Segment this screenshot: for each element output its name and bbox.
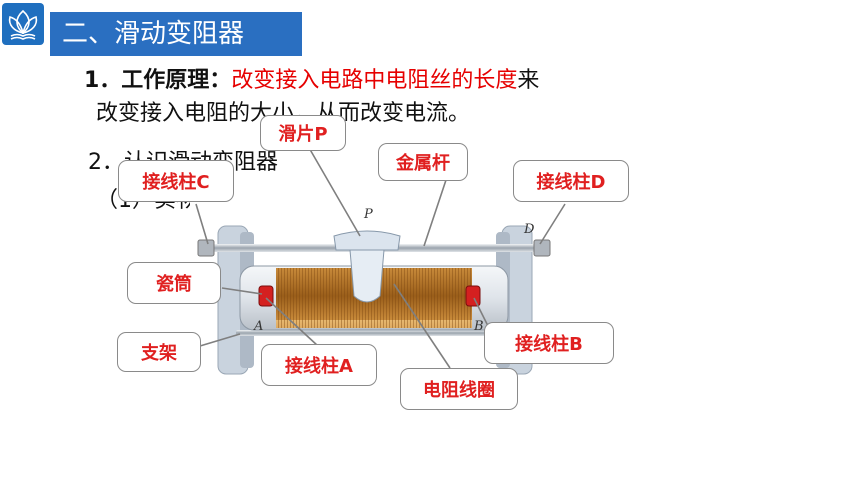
terminal-d-nut xyxy=(533,239,551,257)
callout-slider-p: 滑片P xyxy=(260,115,346,151)
page-title: 二、滑动变阻器 xyxy=(62,19,245,49)
principle-line-1: 1．工作原理：改变接入电路中电阻丝的长度来 xyxy=(84,66,539,96)
terminal-c-nut xyxy=(197,239,215,257)
flower-book-icon xyxy=(8,9,38,40)
callout-terminal-c: 接线柱C xyxy=(118,160,234,202)
principle-suffix: 来 xyxy=(517,68,540,93)
bottom-rod xyxy=(236,330,510,336)
letter-d: D xyxy=(523,222,535,237)
title-bar: 二、滑动变阻器 xyxy=(50,12,302,56)
terminal-b xyxy=(465,285,481,307)
slider-p xyxy=(333,230,401,303)
callout-terminal-b: 接线柱B xyxy=(484,322,614,364)
principle-highlight: 改变接入电路中电阻丝的长度 xyxy=(231,68,518,93)
callout-bracket: 支架 xyxy=(117,332,201,372)
leader-lines xyxy=(195,145,566,369)
principle-prefix: 1．工作原理： xyxy=(84,68,232,93)
callout-terminal-d: 接线柱D xyxy=(513,160,629,202)
callout-resistance-coil: 电阻线圈 xyxy=(400,368,518,410)
letter-a: A xyxy=(253,319,263,334)
letter-p: P xyxy=(363,207,373,222)
letter-b: B xyxy=(473,319,484,334)
callout-ceramic-tube: 瓷筒 xyxy=(127,262,221,304)
callout-terminal-a: 接线柱A xyxy=(261,344,377,386)
callout-metal-rod: 金属杆 xyxy=(378,143,468,181)
logo xyxy=(2,3,44,45)
